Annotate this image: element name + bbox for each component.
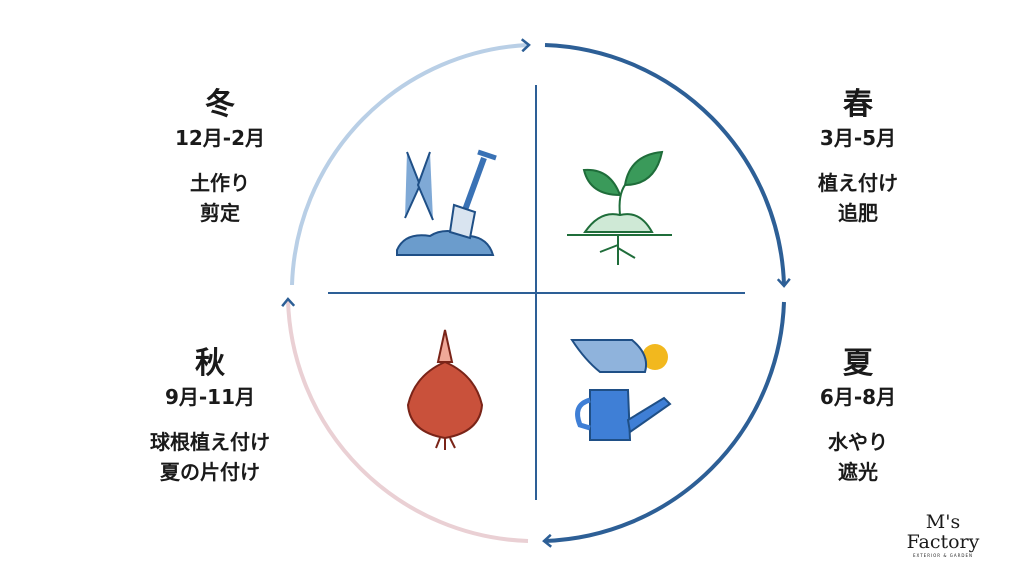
season-name: 春 (843, 87, 873, 122)
arc-spring-summer (544, 43, 791, 288)
season-task: 剪定 (200, 201, 240, 225)
season-task: 水やり (828, 430, 888, 454)
season-name: 夏 (843, 346, 873, 381)
shears-shovel-icon (396, 149, 497, 256)
season-task: 遮光 (838, 460, 878, 484)
bulb-icon (406, 329, 484, 450)
season-months: 6月-8月 (819, 385, 897, 409)
season-task: 球根植え付け (150, 430, 270, 454)
season-months: 9月-11月 (164, 385, 256, 409)
season-months: 3月-5月 (819, 126, 897, 150)
season-name: 秋 (195, 346, 225, 381)
sprout-icon (567, 150, 672, 265)
season-task: 植え付け (818, 171, 898, 195)
season-autumn: 秋 9月-11月 球根植え付け 夏の片付け (130, 345, 290, 487)
arc-winter-spring (290, 38, 531, 286)
arc-summer-autumn (542, 301, 786, 548)
logo-sub: EXTERIOR & GARDEN (913, 553, 973, 558)
season-summer: 夏 6月-8月 水やり 遮光 (778, 345, 938, 487)
brand-logo: M's Factory EXTERIOR & GARDEN (888, 512, 998, 558)
season-months: 12月-2月 (174, 126, 266, 150)
season-task: 追肥 (838, 201, 878, 225)
season-spring: 春 3月-5月 植え付け 追肥 (778, 86, 938, 228)
season-winter: 冬 12月-2月 土作り 剪定 (140, 86, 300, 228)
season-name: 冬 (205, 87, 235, 122)
arc-autumn-winter (281, 297, 529, 543)
season-task: 夏の片付け (160, 460, 260, 484)
season-task: 土作り (190, 171, 250, 195)
logo-brand: M's Factory (906, 511, 980, 553)
watering-can-sun-icon (570, 339, 672, 441)
